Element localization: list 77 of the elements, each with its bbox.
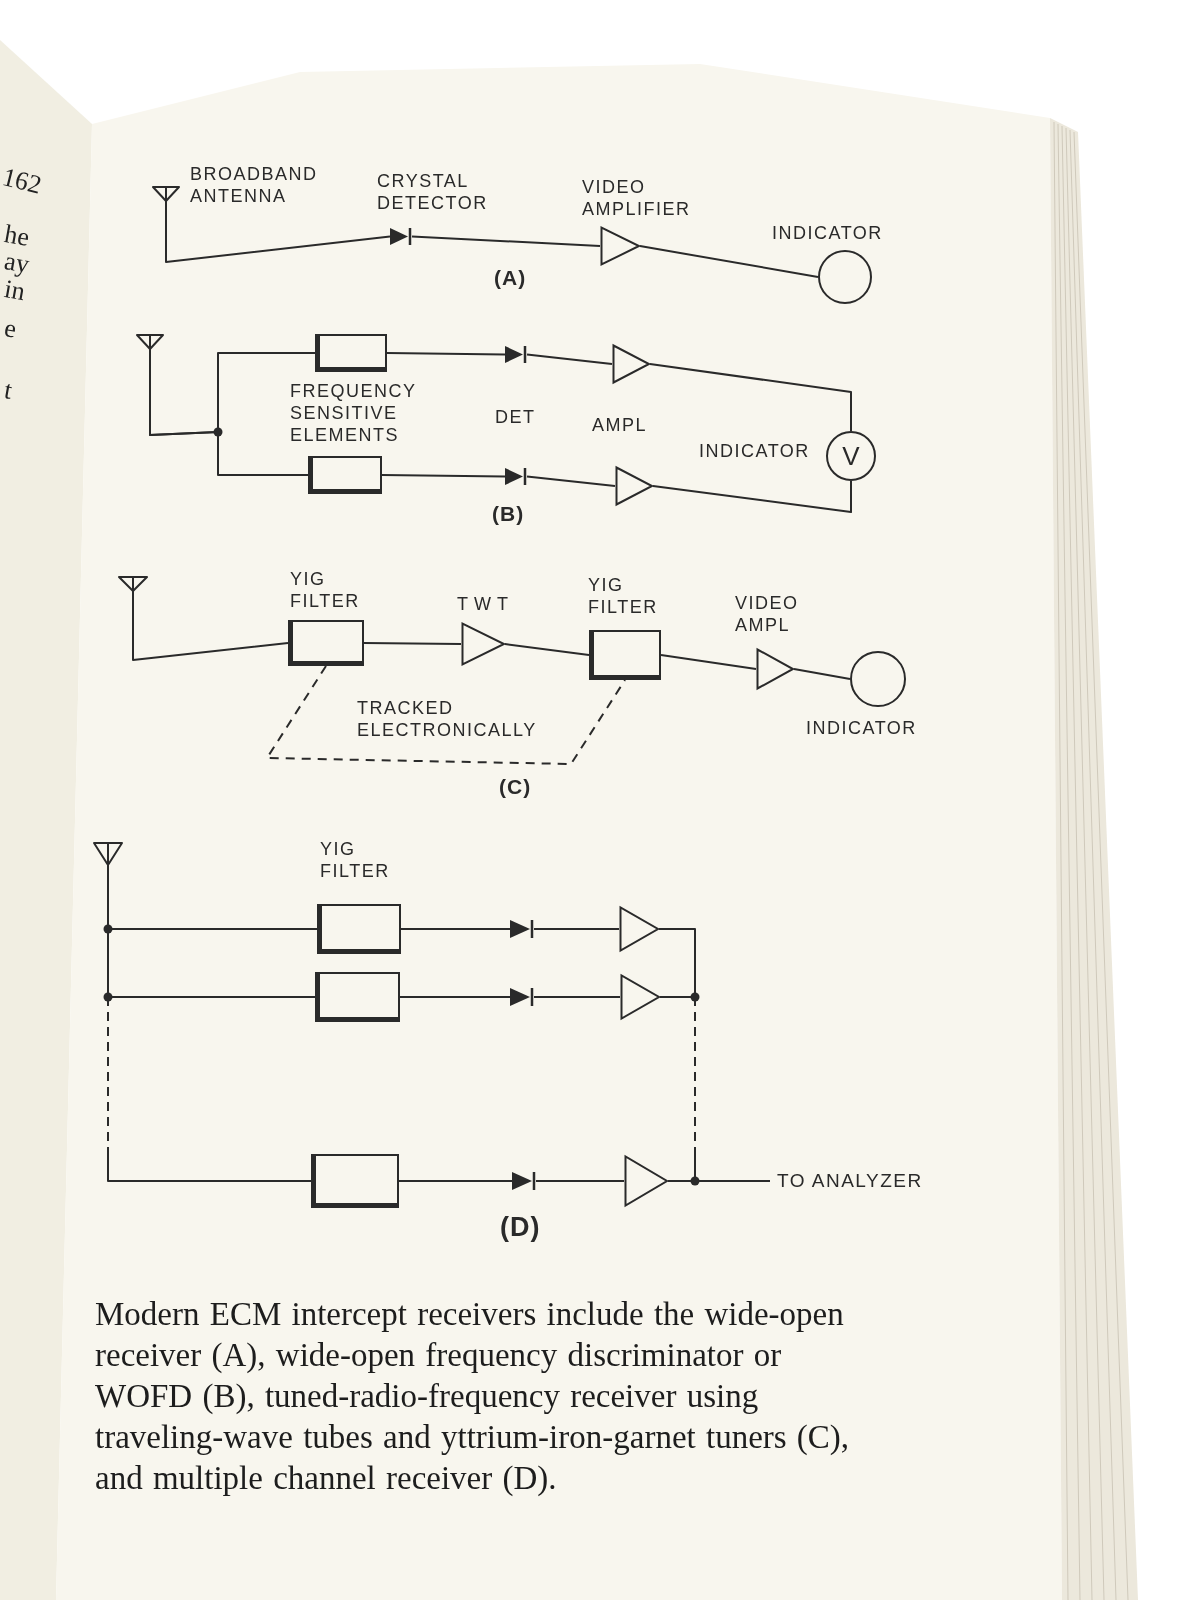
wire: [149, 363, 309, 476]
amplifier-triangle: [619, 906, 659, 952]
filter-box: [315, 334, 387, 372]
component-label: DET: [495, 406, 536, 428]
wire: [400, 928, 511, 930]
wire: [533, 996, 621, 998]
panel-letter: (D): [500, 1212, 541, 1242]
panel-letter: (C): [499, 775, 532, 799]
terminal-label: TO ANALYZER: [770, 1169, 923, 1193]
wire: [398, 1180, 513, 1182]
antenna-symbol: [93, 842, 123, 888]
voltmeter-circle: V: [826, 431, 876, 481]
component-label: TWT: [457, 593, 514, 615]
diode-symbol: [390, 228, 412, 245]
indicator-circle: [818, 250, 872, 304]
amplifier-triangle: [756, 648, 794, 690]
component-label: VIDEO AMPLIFIER: [582, 176, 692, 220]
diode-symbol: [510, 920, 534, 938]
component-label: INDICATOR: [772, 222, 883, 244]
component-label: YIG FILTER: [588, 574, 659, 618]
text-fragment: in: [2, 276, 27, 306]
filter-box: [317, 904, 401, 954]
filter-box: [315, 972, 400, 1022]
diode-symbol: [510, 988, 534, 1006]
text-fragment: e: [2, 315, 19, 343]
wire: [526, 475, 616, 487]
component-label: YIG FILTER: [290, 568, 361, 612]
wire: [411, 235, 601, 247]
component-label: CRYSTAL DETECTOR: [377, 170, 489, 214]
wire: [363, 642, 462, 645]
diode-symbol: [505, 346, 527, 363]
component-label: BROADBAND ANTENNA: [190, 163, 315, 207]
wire: [639, 245, 819, 278]
wire: [165, 215, 391, 263]
panel-letter: (A): [494, 266, 527, 290]
amplifier-triangle: [461, 622, 505, 666]
filter-box: [308, 456, 382, 494]
wire: [386, 352, 506, 356]
page-number: 162: [0, 164, 44, 199]
filter-box: [311, 1154, 399, 1208]
component-label: YIG FILTER: [320, 838, 391, 882]
wire: [399, 996, 511, 998]
wire: [526, 353, 613, 365]
amplifier-triangle: [600, 226, 640, 266]
antenna-symbol: [136, 334, 164, 364]
antenna-symbol: [118, 576, 148, 606]
component-label: AMPL: [592, 414, 648, 436]
indicator-circle: [850, 651, 906, 707]
antenna-symbol: [152, 186, 180, 216]
amplifier-triangle: [615, 466, 653, 506]
component-label: INDICATOR: [699, 440, 810, 462]
wire: [649, 363, 852, 432]
panel-letter: (B): [492, 502, 525, 526]
amplifier-triangle: [624, 1155, 668, 1207]
wire: [132, 605, 289, 661]
amplifier-triangle: [620, 974, 660, 1020]
dashed-line: [266, 665, 626, 765]
text-fragment: he: [2, 221, 32, 251]
wire: [652, 480, 852, 513]
diode-symbol: [512, 1172, 536, 1190]
caption: Modern ECM intercept receivers include the wide-open receiver (A), wide-open frequency discriminator or WOFD (B), tuned-radio-frequency receiver using traveling-wave tubes and yttrium-iron-garnet tuners (C), and multiple channel receiver (D).: [95, 1295, 851, 1498]
wire: [533, 928, 620, 930]
component-label: VIDEO AMPL: [735, 592, 800, 636]
edge-label: TRACKED ELECTRONICALLY: [357, 697, 538, 741]
amplifier-triangle: [612, 344, 650, 384]
wire: [660, 654, 757, 670]
text-fragment: ay: [2, 248, 32, 278]
filter-box: [288, 620, 364, 666]
wire: [793, 668, 851, 680]
diode-symbol: [505, 468, 527, 485]
wire: [535, 1180, 625, 1182]
wire: [504, 643, 590, 656]
component-label: FREQUENCY SENSITIVE ELEMENTS: [290, 380, 418, 446]
component-label: INDICATOR: [806, 717, 917, 739]
wire: [381, 474, 506, 478]
filter-box: [589, 630, 661, 680]
text-fragment: t: [2, 377, 15, 404]
